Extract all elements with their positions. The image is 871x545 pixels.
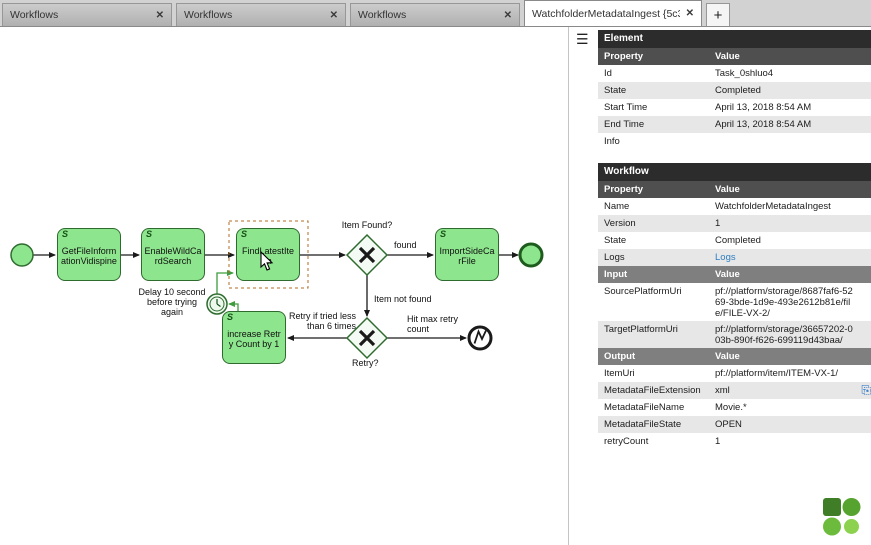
table-row: Logs Logs bbox=[598, 249, 871, 266]
table-row: MetadataFileName Movie.* bbox=[598, 399, 871, 416]
table-row: Info bbox=[598, 133, 871, 150]
script-task-icon: S bbox=[62, 229, 69, 239]
properties-panel: ☰ Element Property Value Id Task_0shluo4… bbox=[568, 27, 871, 545]
close-icon[interactable]: ✕ bbox=[155, 9, 164, 21]
brand-logo bbox=[823, 498, 861, 536]
task-label: EnableWildCardSearch bbox=[144, 245, 202, 266]
tab-workflows-1[interactable]: Workflows ✕ bbox=[2, 3, 172, 26]
selection-outline bbox=[228, 220, 309, 289]
mouse-cursor bbox=[260, 251, 274, 271]
table-row: MetadataFileState OPEN bbox=[598, 416, 871, 433]
metadata-file-extension-value: xml bbox=[715, 385, 730, 396]
tab-workflows-2[interactable]: Workflows ✕ bbox=[176, 3, 346, 26]
input-section-header: Input Value bbox=[598, 266, 871, 283]
bpmn-canvas[interactable]: S GetFileInformationVidispine S EnableWi… bbox=[0, 27, 568, 545]
table-row: ItemUri pf://platform/item/ITEM-VX-1/ bbox=[598, 365, 871, 382]
table-row: Name WatchfolderMetadataIngest bbox=[598, 198, 871, 215]
error-end-event[interactable] bbox=[467, 325, 493, 351]
table-row: MetadataFileExtension xml ⎘ bbox=[598, 382, 871, 399]
table-row: State Completed bbox=[598, 232, 871, 249]
table-row: TargetPlatformUri pf://platform/storage/… bbox=[598, 321, 871, 348]
label-delay: Delay 10 second before trying again bbox=[138, 287, 206, 317]
retry-loop-flows[interactable] bbox=[216, 270, 239, 311]
close-icon[interactable]: ✕ bbox=[329, 9, 338, 21]
script-task-icon: S bbox=[241, 229, 248, 239]
script-task-icon: S bbox=[146, 229, 153, 239]
sequence-flows[interactable] bbox=[33, 252, 519, 341]
timer-event[interactable] bbox=[206, 293, 228, 315]
copy-icon[interactable]: ⎘ bbox=[861, 383, 871, 397]
label-item-not-found: Item not found bbox=[374, 294, 432, 304]
table-row: Version 1 bbox=[598, 215, 871, 232]
diagram-shapes bbox=[10, 220, 544, 360]
script-task-icon: S bbox=[227, 312, 234, 322]
label-item-found: Item Found? bbox=[341, 220, 393, 230]
script-task-icon: S bbox=[440, 229, 447, 239]
table-row: Start Time April 13, 2018 8:54 AM bbox=[598, 99, 871, 116]
logs-link[interactable]: Logs bbox=[715, 252, 736, 263]
end-event[interactable] bbox=[518, 242, 544, 268]
workflow-section-title: Workflow bbox=[598, 163, 871, 181]
label-hit-max-retry: Hit max retry count bbox=[407, 314, 459, 334]
task-label: GetFileInformationVidispine bbox=[61, 245, 117, 266]
new-tab-button[interactable]: + bbox=[706, 3, 730, 26]
label-found: found bbox=[394, 240, 417, 250]
table-row: State Completed bbox=[598, 82, 871, 99]
menu-icon[interactable]: ☰ bbox=[576, 31, 589, 47]
table-row: retryCount 1 bbox=[598, 433, 871, 450]
tab-label: Workflows bbox=[184, 9, 233, 21]
task-increase-retry-count[interactable]: S increase Retry Count by 1 bbox=[222, 311, 286, 364]
task-get-file-information-vidispine[interactable]: S GetFileInformationVidispine bbox=[57, 228, 121, 281]
task-enable-wildcard-search[interactable]: S EnableWildCardSearch bbox=[141, 228, 205, 281]
task-import-sidecar-file[interactable]: S ImportSideCarFile bbox=[435, 228, 499, 281]
tab-label: Workflows bbox=[10, 9, 59, 21]
table-row: SourcePlatformUri pf://platform/storage/… bbox=[598, 283, 871, 321]
start-event[interactable] bbox=[10, 243, 34, 267]
label-retry: Retry? bbox=[352, 358, 379, 368]
close-icon[interactable]: ✕ bbox=[503, 9, 512, 21]
tab-workflows-3[interactable]: Workflows ✕ bbox=[350, 3, 520, 26]
task-label: ImportSideCarFile bbox=[439, 245, 495, 266]
tab-label: Workflows bbox=[358, 9, 407, 21]
element-column-header: Property Value bbox=[598, 48, 871, 65]
table-row: Id Task_0shluo4 bbox=[598, 65, 871, 82]
task-find-latest-item[interactable]: S FindLatestItem bbox=[236, 228, 300, 281]
workflow-column-header: Property Value bbox=[598, 181, 871, 198]
table-row: End Time April 13, 2018 8:54 AM bbox=[598, 116, 871, 133]
tab-label: WatchfolderMetadataIngest {5c36741e-... bbox=[532, 7, 680, 20]
tab-bar: Workflows ✕ Workflows ✕ Workflows ✕ Watc… bbox=[0, 0, 871, 27]
task-label: increase Retry Count by 1 bbox=[227, 328, 281, 349]
property-tables: Element Property Value Id Task_0shluo4 S… bbox=[598, 30, 871, 450]
gateway-retry[interactable] bbox=[345, 316, 389, 360]
output-section-header: Output Value bbox=[598, 348, 871, 365]
element-section-title: Element bbox=[598, 30, 871, 48]
gateway-item-found[interactable] bbox=[345, 233, 389, 277]
close-icon[interactable]: ✕ bbox=[685, 8, 694, 19]
tab-watchfolder-metadata-ingest[interactable]: WatchfolderMetadataIngest {5c36741e-... … bbox=[524, 0, 702, 26]
label-retry-condition: Retry if tried less than 6 times bbox=[288, 311, 356, 331]
